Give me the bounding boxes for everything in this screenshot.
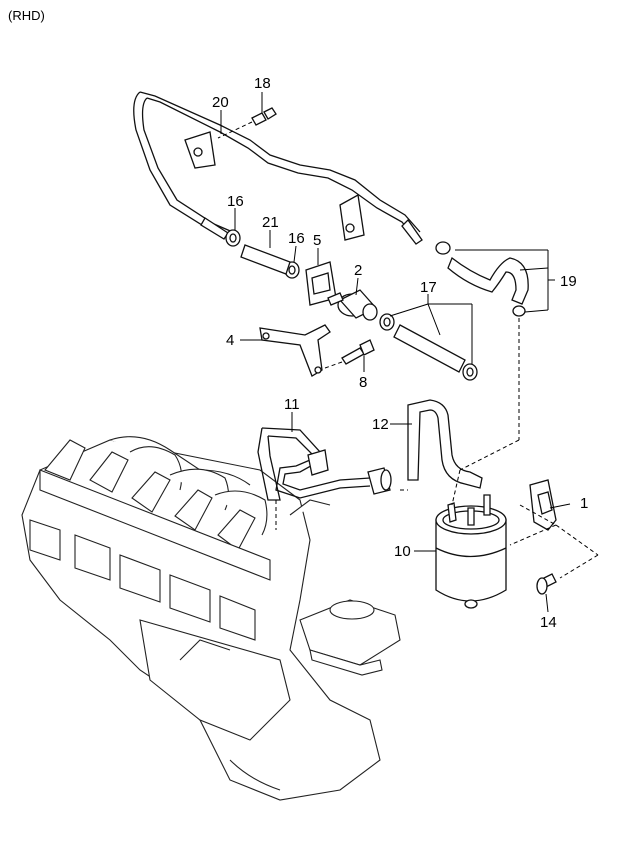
leader-lines	[220, 92, 571, 613]
intake-manifold	[21, 436, 401, 801]
bolt-18	[217, 107, 277, 139]
callout-18: 18	[254, 75, 271, 92]
hose-17	[379, 313, 478, 381]
clamp-16a	[225, 229, 241, 247]
callout-16a: 16	[227, 193, 244, 210]
callout-4: 4	[226, 332, 234, 349]
callout-20: 20	[212, 94, 229, 111]
callout-10: 10	[394, 543, 411, 560]
callout-14: 14	[540, 614, 557, 631]
hose-assembly-11	[257, 427, 392, 501]
bolt-8	[324, 339, 375, 369]
connection-lines	[275, 318, 599, 579]
callout-19: 19	[560, 273, 577, 290]
callout-5: 5	[313, 232, 321, 249]
valve-2	[327, 289, 378, 321]
bolt-14	[536, 573, 557, 595]
callout-21: 21	[262, 214, 279, 231]
hose-19	[435, 241, 529, 317]
callout-8: 8	[359, 374, 367, 391]
callout-2: 2	[354, 262, 362, 279]
hose-21	[240, 244, 291, 275]
canister-10	[435, 494, 507, 609]
metal-pipe-20	[133, 91, 423, 245]
bracket-4	[259, 324, 331, 377]
callout-16b: 16	[288, 230, 305, 247]
variant-label: (RHD)	[8, 8, 45, 23]
callout-11: 11	[284, 396, 300, 413]
bracket-1	[529, 479, 557, 531]
callout-17: 17	[420, 279, 437, 296]
hose-12	[407, 399, 483, 489]
callout-12: 12	[372, 416, 389, 433]
callout-1: 1	[580, 495, 588, 512]
